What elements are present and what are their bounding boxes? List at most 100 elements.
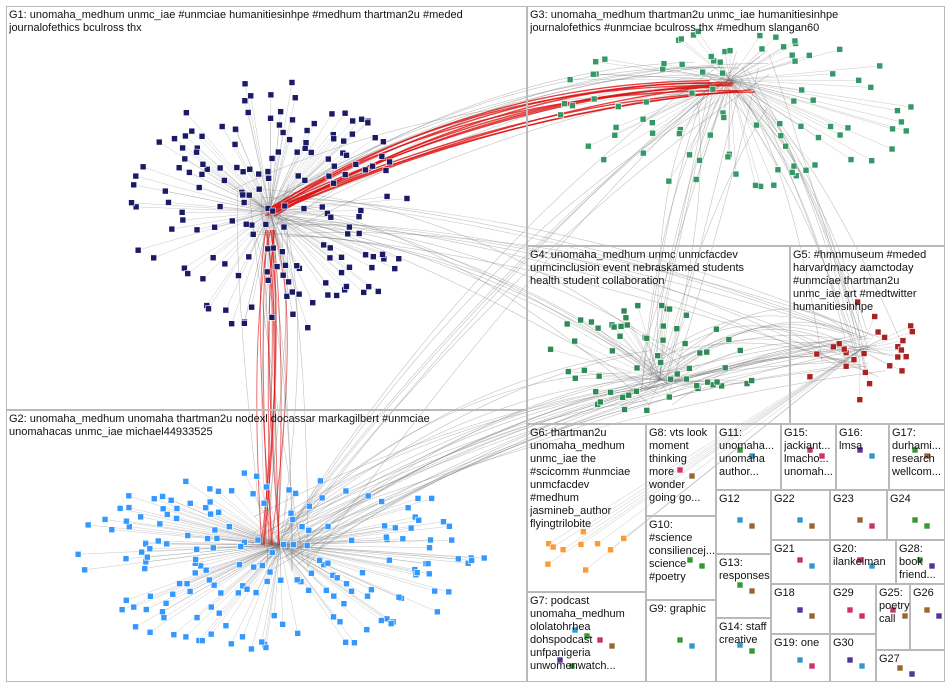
edge (269, 211, 366, 255)
node (249, 231, 257, 238)
group-box-g4 (527, 246, 790, 424)
node (889, 606, 897, 614)
node (324, 523, 332, 530)
edge (279, 544, 341, 622)
node (696, 157, 703, 164)
node (193, 226, 201, 234)
node (342, 639, 349, 646)
edge (649, 83, 711, 374)
edge (729, 79, 737, 175)
edge (659, 379, 699, 389)
node (237, 543, 245, 550)
node (186, 588, 194, 595)
edge (218, 491, 281, 546)
edge (244, 472, 281, 546)
edge (729, 79, 911, 108)
edge (280, 341, 853, 527)
node (866, 380, 873, 387)
edge (136, 206, 271, 213)
node (207, 510, 214, 518)
node (665, 177, 673, 185)
edge (269, 211, 350, 228)
edge (279, 544, 281, 581)
node (686, 365, 693, 372)
edge (165, 544, 281, 604)
node (896, 664, 904, 672)
node (260, 499, 268, 507)
group-label-g7: G7: podcast unomaha_medhum ololatohrhea … (530, 595, 625, 672)
node (856, 446, 864, 454)
edge (659, 315, 687, 381)
node (123, 517, 130, 525)
node (139, 163, 147, 171)
edge (745, 93, 857, 336)
node (141, 565, 149, 572)
node (836, 131, 844, 139)
node (255, 170, 262, 178)
edge (859, 346, 898, 351)
node (907, 103, 915, 111)
node (445, 588, 453, 596)
node (876, 62, 884, 70)
node (811, 161, 819, 169)
edge (269, 82, 293, 213)
node (300, 205, 308, 212)
node (790, 97, 798, 105)
edge (269, 113, 346, 213)
edge (600, 379, 661, 403)
node (285, 486, 293, 494)
edge (269, 134, 334, 213)
node (594, 540, 601, 547)
node (888, 145, 896, 153)
node (193, 614, 201, 621)
node (871, 313, 879, 320)
node (351, 639, 358, 647)
group-label-g9: G9: graphic (649, 603, 706, 615)
node (796, 516, 804, 524)
group-box-g8 (646, 424, 716, 516)
edge (620, 356, 857, 406)
edge (661, 108, 768, 365)
node (301, 177, 309, 184)
edge (276, 348, 845, 534)
node (868, 157, 875, 164)
group-label-g30: G30 (833, 637, 854, 649)
node (122, 555, 130, 562)
node (886, 362, 894, 370)
edge (659, 308, 668, 381)
edge (293, 365, 869, 558)
edge (624, 379, 661, 410)
edge (269, 211, 360, 234)
edge (279, 489, 290, 546)
edge (176, 518, 281, 546)
node (908, 670, 916, 678)
edge (550, 349, 661, 381)
node (667, 375, 674, 383)
group-label-g25: G25: poetry call (879, 587, 910, 625)
node (698, 562, 706, 570)
edge (666, 101, 701, 378)
edge (553, 349, 861, 548)
node (245, 253, 253, 261)
node (221, 177, 228, 184)
group-label-g5: G5: #hmnmuseum #meded harvardmacy aamcto… (793, 249, 927, 313)
edge (279, 506, 310, 546)
edge (186, 112, 271, 213)
node (383, 533, 390, 541)
edge (574, 340, 661, 381)
node (844, 124, 852, 132)
edge (195, 544, 281, 560)
edge (265, 72, 732, 230)
edge (279, 490, 347, 546)
node (305, 587, 312, 594)
node (581, 367, 588, 374)
node (916, 556, 924, 564)
node (808, 522, 816, 530)
node (446, 523, 453, 530)
node (324, 291, 332, 299)
node (248, 645, 255, 653)
edge (269, 211, 308, 328)
node (696, 349, 704, 357)
edge (279, 498, 419, 546)
node (868, 562, 876, 570)
